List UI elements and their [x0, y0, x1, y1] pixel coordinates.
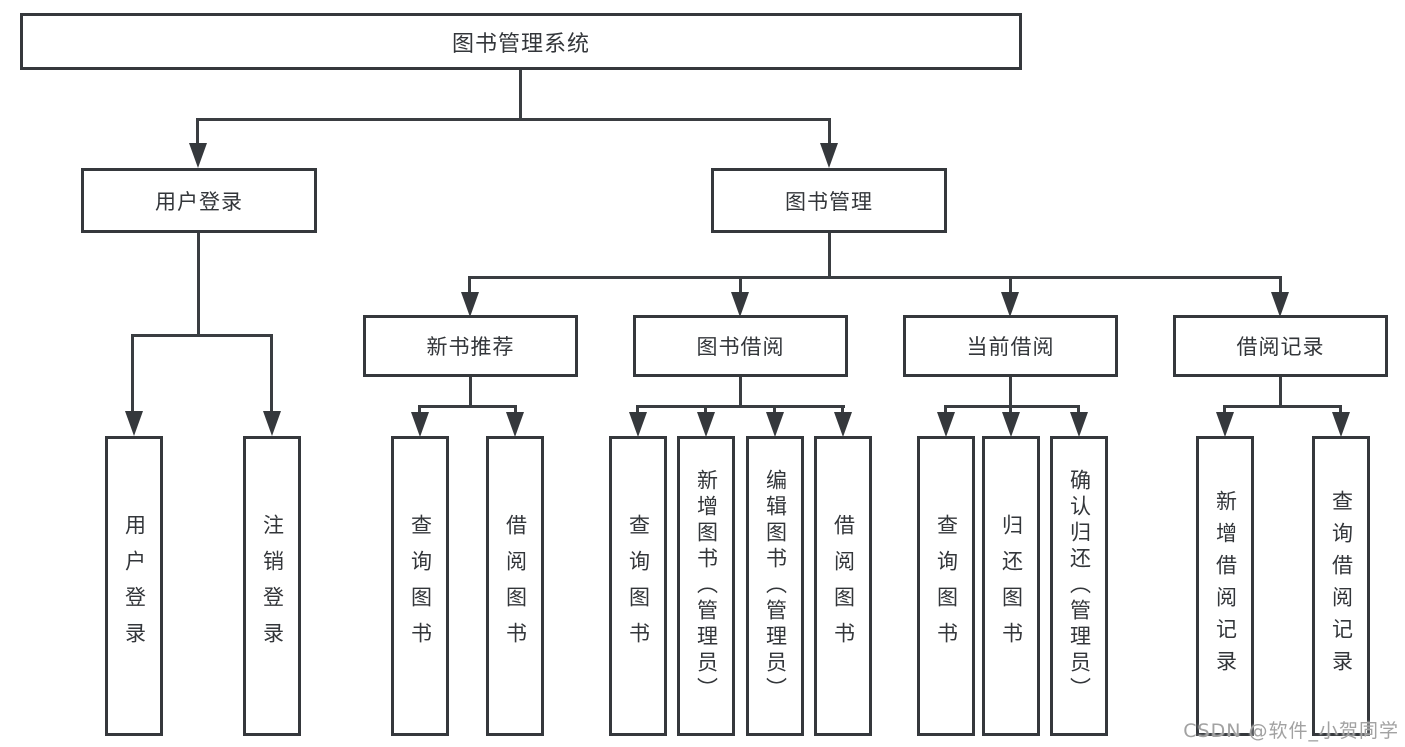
- leaf-recommend-borrow-book-label: 借阅图书: [503, 514, 528, 658]
- arrow-to-borrow-record: [1271, 292, 1289, 317]
- leaf-current-query-book: 查询图书: [917, 436, 975, 736]
- connector-currentgrp-drop-1: [944, 405, 947, 415]
- connector-recommend-drop-1: [418, 405, 421, 415]
- leaf-recommend-query-book: 查询图书: [391, 436, 449, 736]
- leaf-confirm-return-admin: 确认归还（管理员）: [1050, 436, 1108, 736]
- leaf-borrow-query-book-label: 查询图书: [626, 514, 651, 658]
- arrow-to-add-book-admin: [697, 412, 715, 437]
- connector-recordgrp-bus: [1223, 405, 1342, 408]
- node-user-login-label: 用户登录: [155, 189, 243, 214]
- node-book-management: 图书管理: [711, 168, 947, 233]
- leaf-borrow-book-label: 借阅图书: [831, 514, 856, 658]
- arrow-to-current-borrow: [1001, 292, 1019, 317]
- connector-root-bus: [196, 118, 831, 121]
- leaf-confirm-return-admin-label: 确认归还（管理员）: [1067, 469, 1092, 703]
- connector-borrowgrp-drop-1: [636, 405, 639, 415]
- leaf-add-book-admin: 新增图书（管理员）: [677, 436, 735, 736]
- arrow-to-confirm-return-admin: [1070, 412, 1088, 437]
- leaf-borrow-query-book: 查询图书: [609, 436, 667, 736]
- connector-recommend-drop-2: [514, 405, 517, 415]
- node-book-management-label: 图书管理: [785, 189, 873, 214]
- leaf-recommend-query-book-label: 查询图书: [408, 514, 433, 658]
- connector-borrowgrp-drop-3: [773, 405, 776, 415]
- arrow-to-recommend-borrow-book: [506, 412, 524, 437]
- arrow-to-recommend-query-book: [411, 412, 429, 437]
- arrow-to-user-login: [189, 143, 207, 168]
- node-root-label: 图书管理系统: [451, 31, 590, 57]
- connector-userlogin-drop-2: [270, 334, 273, 412]
- connector-root-drop-left: [196, 118, 199, 146]
- node-borrow-record-label: 借阅记录: [1236, 335, 1325, 359]
- connector-recordgrp-stem: [1279, 377, 1282, 408]
- connector-recommend-bus: [418, 405, 517, 408]
- connector-borrowgrp-drop-2: [704, 405, 707, 415]
- connector-bookmgmt-drop-2: [739, 276, 742, 295]
- connector-currentgrp-drop-3: [1077, 405, 1080, 415]
- connector-currentgrp-stem: [1009, 377, 1012, 408]
- leaf-add-borrow-record: 新增借阅记录: [1196, 436, 1254, 736]
- arrow-to-borrow-query-book: [629, 412, 647, 437]
- connector-borrowgrp-bus: [636, 405, 845, 408]
- connector-userlogin-stem: [197, 233, 200, 337]
- leaf-current-query-book-label: 查询图书: [934, 514, 959, 658]
- leaf-borrow-book: 借阅图书: [814, 436, 872, 736]
- leaf-user-login-label: 用户登录: [122, 514, 147, 658]
- leaf-recommend-borrow-book: 借阅图书: [486, 436, 544, 736]
- connector-bookmgmt-drop-1: [468, 276, 471, 295]
- connector-root-drop-right: [828, 118, 831, 146]
- arrow-to-borrow-book: [834, 412, 852, 437]
- arrow-to-book-management: [820, 143, 838, 168]
- leaf-logout-label: 注销登录: [260, 514, 285, 658]
- connector-currentgrp-bus: [944, 405, 1080, 408]
- connector-recordgrp-drop-1: [1223, 405, 1226, 415]
- node-book-borrow: 图书借阅: [633, 315, 848, 377]
- connector-userlogin-drop-1: [131, 334, 134, 412]
- leaf-add-borrow-record-label: 新增借阅记录: [1213, 490, 1238, 682]
- arrow-to-leaf-user-login: [125, 411, 143, 436]
- node-borrow-record: 借阅记录: [1173, 315, 1388, 377]
- node-book-borrow-label: 图书借阅: [696, 335, 785, 359]
- leaf-query-borrow-record: 查询借阅记录: [1312, 436, 1370, 736]
- arrow-to-query-borrow-record: [1332, 412, 1350, 437]
- node-new-book-recommend-label: 新书推荐: [426, 335, 515, 359]
- connector-bookmgmt-drop-3: [1009, 276, 1012, 295]
- arrow-to-new-book-recommend: [461, 292, 479, 317]
- arrow-to-current-query-book: [937, 412, 955, 437]
- node-root: 图书管理系统: [20, 13, 1022, 70]
- csdn-watermark: CSDN @软件_小贺同学: [1183, 720, 1399, 742]
- arrow-to-return-book: [1002, 412, 1020, 437]
- node-new-book-recommend: 新书推荐: [363, 315, 578, 377]
- connector-bookmgmt-bus: [468, 276, 1282, 279]
- leaf-query-borrow-record-label: 查询借阅记录: [1329, 490, 1354, 682]
- leaf-user-login: 用户登录: [105, 436, 163, 736]
- arrow-to-leaf-logout: [263, 411, 281, 436]
- connector-bookmgmt-drop-4: [1279, 276, 1282, 295]
- connector-borrowgrp-drop-4: [841, 405, 844, 415]
- connector-userlogin-bus: [131, 334, 273, 337]
- connector-recommend-stem: [469, 377, 472, 408]
- leaf-logout: 注销登录: [243, 436, 301, 736]
- leaf-return-book-label: 归还图书: [999, 514, 1024, 658]
- arrow-to-add-borrow-record: [1216, 412, 1234, 437]
- node-user-login: 用户登录: [81, 168, 317, 233]
- leaf-edit-book-admin: 编辑图书（管理员）: [746, 436, 804, 736]
- connector-recordgrp-drop-2: [1339, 405, 1342, 415]
- leaf-return-book: 归还图书: [982, 436, 1040, 736]
- node-current-borrow-label: 当前借阅: [966, 335, 1055, 359]
- connector-bookmgmt-stem: [828, 233, 831, 279]
- arrow-to-edit-book-admin: [766, 412, 784, 437]
- connector-currentgrp-drop-2: [1009, 405, 1012, 415]
- node-current-borrow: 当前借阅: [903, 315, 1118, 377]
- connector-root-stem: [519, 70, 522, 121]
- leaf-edit-book-admin-label: 编辑图书（管理员）: [763, 469, 788, 703]
- leaf-add-book-admin-label: 新增图书（管理员）: [694, 469, 719, 703]
- connector-borrowgrp-stem: [739, 377, 742, 408]
- arrow-to-book-borrow: [731, 292, 749, 317]
